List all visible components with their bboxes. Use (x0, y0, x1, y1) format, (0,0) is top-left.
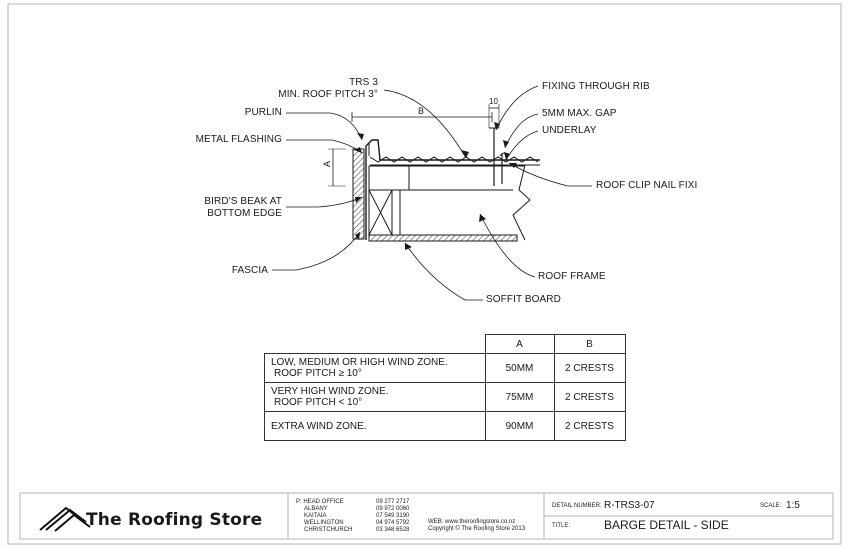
detail-number: R-TRS3-07 (604, 500, 655, 511)
office-item: CHRISTCHURCH 03 348 6528 (296, 527, 409, 534)
table-cell-a: 75MM (484, 382, 555, 412)
zone-line-1: LOW, MEDIUM OR HIGH WIND ZONE. (271, 357, 448, 368)
office-item: P: HEAD OFFICE 09 277 2717 (296, 499, 409, 506)
label-min-pitch: MIN. ROOF PITCH 3° (278, 89, 378, 100)
office-name: ALBANY (304, 506, 328, 512)
zone-line-1: VERY HIGH WIND ZONE. (271, 386, 389, 397)
dimension-a: A (322, 160, 332, 167)
office-phone: 09 972 0060 (376, 506, 410, 512)
table-header-b: B (553, 334, 626, 354)
table-row: VERY HIGH WIND ZONE. ROOF PITCH < 10° 75… (264, 382, 626, 412)
office-name: WELLINGTON (304, 520, 344, 526)
table-cell-b: 2 CRESTS (553, 382, 626, 412)
office-phone: 09 277 2717 (376, 499, 410, 505)
fascia-board (352, 148, 365, 240)
table-header-blank (264, 334, 486, 354)
leader-fascia (272, 231, 361, 271)
table-cell-zone: EXTRA WIND ZONE. (264, 411, 486, 441)
leader-fixing (495, 85, 539, 131)
leader-purlin (286, 112, 363, 141)
roof-sheet (369, 156, 539, 163)
logo-roof-icon (39, 506, 91, 532)
break-line (512, 164, 531, 241)
detail-number-label: DETAIL NUMBER: (552, 503, 602, 509)
label-birds-beak-2: BOTTOM EDGE (207, 208, 282, 219)
label-trs: TRS 3 (349, 77, 378, 88)
company-name: The Roofing Store (86, 510, 263, 530)
title-label: TITLE: (552, 523, 571, 529)
label-gap: 5MM MAX. GAP (542, 108, 617, 119)
table-cell-b: 2 CRESTS (553, 353, 626, 383)
section-geometry (328, 104, 540, 242)
label-roof-clip: ROOF CLIP NAIL FIXI (596, 180, 698, 191)
office-item: ALBANY 09 972 0060 (296, 506, 409, 513)
dimension-10: 10 (489, 97, 499, 106)
table-cell-b: 2 CRESTS (553, 411, 626, 441)
office-item: KAITAIA 07 549 3190 (296, 513, 409, 520)
dimension-b: B (418, 106, 425, 116)
drawing-title: BARGE DETAIL - SIDE (604, 518, 729, 532)
zone-line-1: EXTRA WIND ZONE. (271, 420, 367, 432)
table-header-a: A (484, 334, 555, 354)
table-row: LOW, MEDIUM OR HIGH WIND ZONE. ROOF PITC… (264, 353, 626, 383)
office-list: P: HEAD OFFICE 09 277 2717 ALBANY 09 972 0… (296, 499, 409, 534)
leader-birds-beak (286, 196, 363, 208)
leader-flashing (286, 139, 363, 154)
office-name: KAITAIA (304, 513, 327, 519)
table-cell-zone: VERY HIGH WIND ZONE. ROOF PITCH < 10° (264, 382, 486, 412)
copyright-text: Copyright © The Roofing Store 2013 (428, 526, 526, 532)
soffit-board (368, 234, 518, 242)
table-header-row: A B (264, 334, 626, 354)
zone-line-2: ROOF PITCH ≥ 10° (274, 368, 362, 379)
office-name: P: HEAD OFFICE (296, 499, 344, 505)
label-soffit: SOFFIT BOARD (486, 294, 561, 305)
website-text: WEB: www.theroofingstore.co.nz (428, 519, 516, 525)
scale-label: SCALE: (760, 503, 782, 509)
title-block-frame (19, 492, 834, 540)
label-metal-flashing: METAL FLASHING (195, 134, 282, 145)
office-phone: 03 348 6528 (376, 527, 410, 533)
table-row: EXTRA WIND ZONE. 90MM 2 CRESTS (264, 411, 626, 441)
table-cell-a: 90MM (484, 411, 555, 441)
leader-gap (504, 113, 539, 149)
office-phone: 07 549 3190 (376, 513, 410, 519)
office-phone: 04 974 5792 (376, 520, 410, 526)
wind-zone-table: A B LOW, MEDIUM OR HIGH WIND ZONE. ROOF … (264, 334, 626, 441)
zone-line-2: ROOF PITCH < 10° (274, 397, 363, 408)
leader-underlay (505, 130, 539, 161)
table-cell-a: 50MM (484, 353, 555, 383)
sheet-border (7, 3, 842, 545)
purlin-block (368, 165, 410, 191)
leader-trs (383, 89, 467, 159)
leader-roof-frame (479, 213, 536, 278)
office-item: WELLINGTON 04 974 5792 (296, 520, 409, 527)
label-birds-beak-1: BIRD'S BEAK AT (204, 196, 282, 207)
leader-arrowheads (354, 122, 517, 250)
label-purlin: PURLIN (244, 107, 282, 118)
label-fixing-rib: FIXING THROUGH RIB (542, 81, 650, 92)
label-fascia: FASCIA (231, 265, 268, 276)
table-cell-zone: LOW, MEDIUM OR HIGH WIND ZONE. ROOF PITC… (264, 353, 486, 383)
leader-soffit (404, 242, 483, 301)
scale-value: 1:5 (786, 500, 800, 511)
office-name: CHRISTCHURCH (304, 527, 353, 533)
label-underlay: UNDERLAY (542, 125, 597, 136)
label-roof-frame: ROOF FRAME (538, 271, 606, 282)
